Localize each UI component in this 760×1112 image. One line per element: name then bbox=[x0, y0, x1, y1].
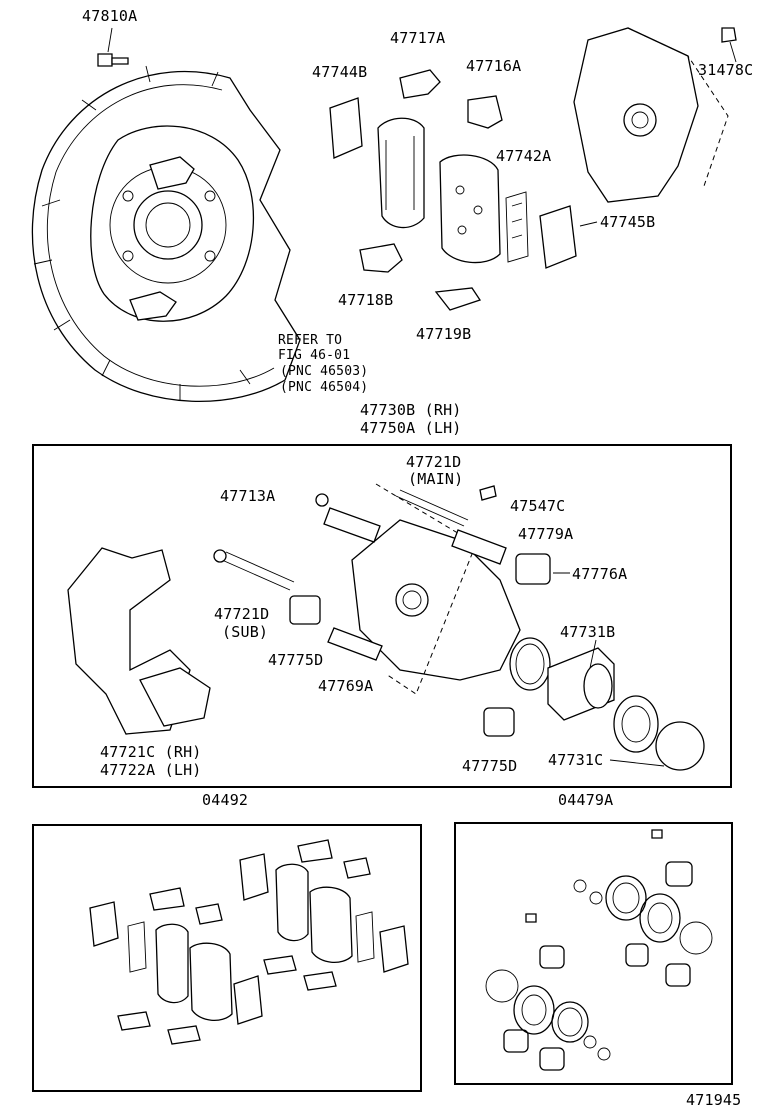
part-label-47547c: 47547C bbox=[510, 497, 566, 515]
kit-label-04479a: 04479A bbox=[558, 791, 614, 809]
part-label-47745b: 47745B bbox=[600, 213, 656, 231]
caliper-assembly-box bbox=[32, 444, 732, 788]
part-label-47716a: 47716A bbox=[466, 57, 522, 75]
part-label-47779a: 47779A bbox=[518, 525, 574, 543]
part-label-47731b: 47731B bbox=[560, 623, 616, 641]
part-label-47717a: 47717A bbox=[390, 29, 446, 47]
part-label-47744b: 47744B bbox=[312, 63, 368, 81]
kit-label-04492: 04492 bbox=[202, 791, 249, 809]
part-label-47721c: 47721C (RH) bbox=[100, 743, 202, 761]
assembly-label-rh: 47730B (RH) bbox=[360, 401, 462, 419]
refer-line-2: FIG 46-01 bbox=[278, 348, 351, 363]
refer-line-4: (PNC 46504) bbox=[280, 380, 369, 395]
backing-plate-drawing bbox=[31, 27, 301, 403]
part-label-47718b: 47718B bbox=[338, 291, 394, 309]
part-label-sub: (SUB) bbox=[222, 623, 269, 641]
kit-04479a-drawing bbox=[485, 829, 713, 1071]
part-label-47742a: 47742A bbox=[496, 147, 552, 165]
part-label-47719b: 47719B bbox=[416, 325, 472, 343]
pads-top-drawing bbox=[329, 69, 598, 311]
part-label-31478c: 31478C bbox=[698, 61, 754, 79]
part-label-47775d-b: 47775D bbox=[462, 757, 518, 775]
part-label-47713a: 47713A bbox=[220, 487, 276, 505]
kit-04492-box bbox=[32, 824, 422, 1092]
figure-number: 471945 bbox=[686, 1091, 742, 1109]
part-label-47775d-a: 47775D bbox=[268, 651, 324, 669]
part-label-47731c: 47731C bbox=[548, 751, 604, 769]
kit-04479a-box bbox=[454, 822, 733, 1085]
part-label-47769a: 47769A bbox=[318, 677, 374, 695]
kit-04492-drawing bbox=[89, 839, 409, 1045]
part-label-main: (MAIN) bbox=[408, 470, 464, 488]
refer-line-1: REFER TO bbox=[278, 333, 343, 348]
assembly-label-lh: 47750A (LH) bbox=[360, 419, 462, 437]
part-label-47721d-main: 47721D bbox=[406, 453, 462, 471]
part-label-47722a: 47722A (LH) bbox=[100, 761, 202, 779]
part-label-47776a: 47776A bbox=[572, 565, 628, 583]
part-label-47721d-sub: 47721D bbox=[214, 605, 270, 623]
caliper-assembly-drawing bbox=[67, 483, 705, 771]
part-label-47810a: 47810A bbox=[82, 7, 138, 25]
caliper-top-drawing bbox=[573, 27, 737, 203]
refer-line-3: (PNC 46503) bbox=[280, 364, 369, 379]
